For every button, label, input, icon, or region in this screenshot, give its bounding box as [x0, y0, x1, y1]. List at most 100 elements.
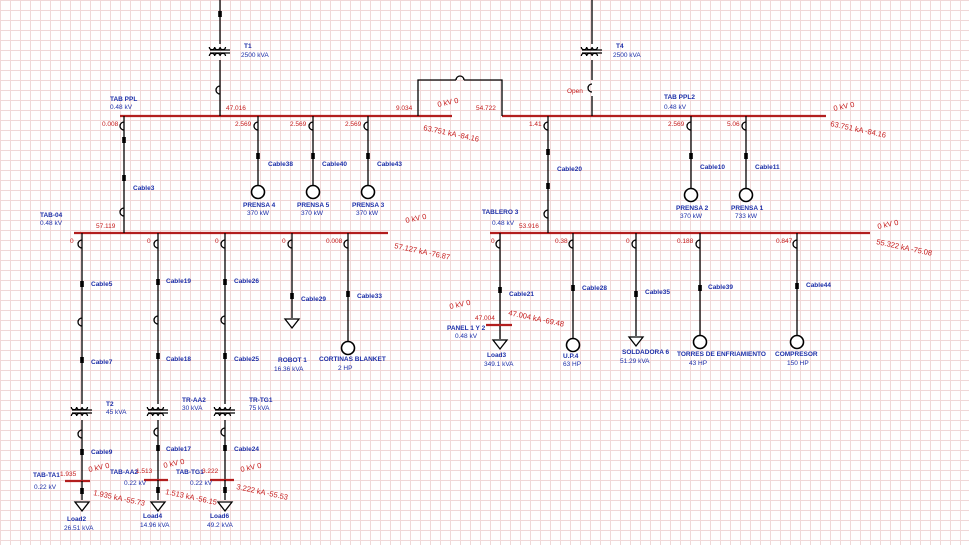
t1-name: T1 — [244, 43, 252, 50]
bus-tab-tg1-name: TAB-TG1 — [176, 469, 204, 476]
bus-tie[interactable] — [417, 75, 503, 116]
bus-panel-voltage: 0.48 kV — [455, 333, 478, 340]
bus-tab-04-voltage: 0.48 kV — [40, 220, 63, 227]
flow-label: 47.016 — [226, 105, 246, 112]
flow-label: 47.004 — [475, 315, 495, 322]
flow-label: 1.41 — [529, 121, 542, 128]
bus-tablero-3-kv: 0 kV 0 — [877, 218, 900, 231]
branch-prensa-1[interactable] — [738, 116, 754, 203]
cable-label: Cable18 — [166, 356, 191, 363]
bus-tab-aa2-name: TAB-AA2 — [110, 469, 138, 476]
motor-rating: 150 HP — [787, 360, 809, 367]
flow-label: 0 — [147, 238, 151, 245]
bus-tab-ta1-name: TAB-TA1 — [33, 472, 60, 479]
bus-tab-ppl-kv: 0 kV 0 — [437, 96, 460, 109]
flow-label: 0 — [282, 238, 286, 245]
load-rating: 14.96 kVA — [140, 522, 170, 529]
cable-label: Cable17 — [166, 446, 191, 453]
tr-aa2-name: TR-AA2 — [182, 397, 206, 404]
t4-rating: 2500 kVA — [613, 52, 641, 59]
bus-tab-aa2-voltage: 0.22 kV — [124, 480, 147, 487]
motor-rating: 43 HP — [689, 360, 707, 367]
flow-label: 3.222 — [202, 468, 219, 475]
flow-label: 0.847 — [776, 238, 793, 245]
flow-label: 0 — [626, 238, 630, 245]
motor-rating: 370 kW — [301, 210, 324, 217]
load-rating: 16.36 kVA — [274, 366, 304, 373]
bus-tab-04-fault: 57.127 kA -76.87 — [394, 241, 451, 262]
flow-label: 2.569 — [668, 121, 685, 128]
load-name: Load3 — [487, 352, 507, 359]
cable-label: Cable25 — [234, 356, 259, 363]
cable-label: Cable39 — [708, 284, 733, 291]
cable-label: Cable19 — [166, 278, 191, 285]
bus-tab-ppl2-fault: 63.751 kA -84.16 — [830, 119, 887, 140]
load-rating: 349.1 kVA — [484, 361, 514, 368]
bus-tab-ppl2-kv: 0 kV 0 — [833, 100, 856, 113]
bus-tab-ta1-voltage: 0.22 kV — [34, 484, 57, 491]
load-name: Load2 — [67, 516, 87, 523]
flow-label: 57.119 — [96, 223, 116, 230]
branch-cortinas-blanket[interactable] — [340, 233, 356, 356]
cable-label: Cable26 — [234, 278, 259, 285]
cable-label: Cable29 — [301, 296, 326, 303]
flow-label: 0.38 — [555, 238, 568, 245]
load-rating: 51.29 kVA — [620, 358, 650, 365]
motor-name: COMPRESOR — [775, 351, 818, 358]
branch-prensa-3[interactable] — [360, 116, 376, 200]
branch-prensa-5[interactable] — [305, 116, 321, 200]
branch-compresor[interactable] — [789, 233, 805, 350]
bus-panel-fault: 47.004 kA -69.48 — [508, 308, 565, 329]
transformer-t4[interactable] — [580, 0, 603, 116]
cable-label: Cable9 — [91, 449, 113, 456]
flow-label: 0 — [215, 238, 219, 245]
branch-tr-tg1[interactable] — [210, 233, 236, 512]
branch-prensa-2[interactable] — [683, 116, 699, 203]
branch-up4[interactable] — [565, 233, 581, 353]
cable-label: Cable24 — [234, 446, 259, 453]
load-name: ROBOT 1 — [278, 357, 307, 364]
t2-name: T2 — [106, 401, 114, 408]
bus-tab-ppl2-voltage: 0.48 kV — [664, 104, 687, 111]
motor-rating: 733 kW — [735, 213, 758, 220]
bus-tab-04-kv: 0 kV 0 — [405, 212, 428, 225]
branch-tr-aa2[interactable] — [144, 233, 169, 512]
motor-name: CORTINAS BLANKET — [319, 356, 386, 363]
flow-label: 1.935 — [60, 471, 77, 478]
flow-label: 0.008 — [102, 121, 119, 128]
branch-soldadora-6[interactable] — [628, 233, 644, 347]
bus-panel-kv: 0 kV 0 — [449, 298, 472, 311]
branch-cable3[interactable] — [119, 116, 126, 233]
cable-label: Cable43 — [377, 161, 402, 168]
flow-label: 2.569 — [345, 121, 362, 128]
flow-label: 0 — [491, 238, 495, 245]
bus-tab-ta1-fault: 1.935 kA -55.73 — [93, 488, 146, 508]
flow-label: 2.569 — [235, 121, 252, 128]
bus-tab-ppl-fault: 63.751 kA -84.16 — [423, 123, 480, 144]
branch-panel-1-y-2[interactable] — [486, 233, 512, 350]
cable-label: Cable5 — [91, 281, 113, 288]
motor-name: PRENSA 2 — [676, 205, 709, 212]
transformer-t1[interactable] — [208, 0, 231, 116]
branch-prensa-4[interactable] — [250, 116, 266, 200]
cable-label: Cable44 — [806, 282, 831, 289]
bus-tab-tg1-voltage: 0.22 kV — [190, 480, 213, 487]
cable-label: Cable20 — [557, 166, 582, 173]
branch-t2[interactable] — [65, 233, 93, 512]
motor-name: PRENSA 4 — [243, 202, 276, 209]
bus-tablero-3-fault: 55.322 kA -75.08 — [876, 237, 933, 258]
cable-label: Cable28 — [582, 285, 607, 292]
branch-robot-1[interactable] — [284, 233, 300, 329]
flow-label: 0.188 — [677, 238, 694, 245]
branch-cable20[interactable] — [543, 116, 550, 233]
motor-name: PRENSA 3 — [352, 202, 385, 209]
cable-label: Cable40 — [322, 161, 347, 168]
flow-label: 5.06 — [727, 121, 740, 128]
branch-torres-enfriamiento[interactable] — [692, 233, 708, 350]
bus-tab-ppl-name: TAB PPL — [110, 96, 137, 103]
load-name: Load4 — [143, 513, 163, 520]
t4-state: Open — [567, 88, 583, 95]
motor-rating: 63 HP — [563, 361, 581, 368]
load-rating: 26.51 kVA — [64, 525, 94, 532]
